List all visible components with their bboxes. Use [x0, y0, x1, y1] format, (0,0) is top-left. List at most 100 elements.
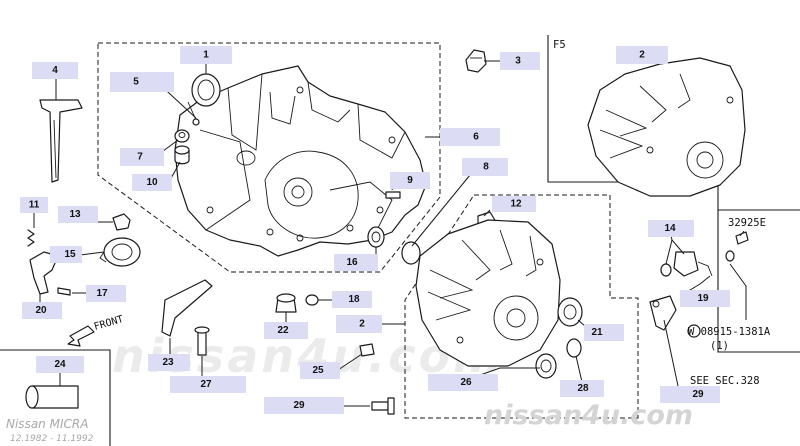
callout-2-inset-label: 2 [639, 50, 645, 61]
callout-15: 15 [50, 246, 82, 263]
callout-29-right-label: 29 [692, 389, 704, 400]
note-w-part: W 08915-1381A [688, 326, 771, 338]
callout-16: 16 [334, 254, 378, 271]
callout-9-label: 9 [407, 175, 413, 186]
callout-20-label: 20 [35, 305, 47, 316]
clutch-housing [174, 65, 427, 257]
inset-24-frame [0, 349, 111, 446]
callout-29-lower: 29 [264, 397, 344, 414]
watermark-dates: 12.1982 - 11.1992 [10, 434, 94, 444]
pin-17 [57, 287, 71, 296]
note-part-code: 32925E [728, 217, 766, 229]
callout-29-lower-label: 29 [293, 400, 305, 411]
callout-7: 7 [120, 148, 164, 166]
callout-12: 12 [492, 196, 536, 212]
callout-26-label: 26 [460, 377, 472, 388]
callout-15-label: 15 [64, 249, 76, 260]
watermark-model: Nissan MICRA [6, 417, 88, 431]
callout-3-label: 3 [515, 56, 521, 67]
cap-18 [305, 294, 319, 306]
o-ring-8 [401, 241, 421, 265]
bolt-32925e [725, 231, 749, 262]
callout-3: 3 [500, 52, 540, 70]
part-24 [25, 385, 79, 409]
pin-5 [187, 101, 200, 126]
callout-10-label: 10 [146, 177, 158, 188]
callout-18: 18 [332, 291, 372, 308]
callout-19: 19 [680, 290, 730, 307]
callout-23: 23 [148, 354, 190, 371]
callout-2-housing-label: 2 [359, 319, 365, 330]
note-see-sec: SEE SEC.328 [690, 375, 760, 387]
callout-10: 10 [132, 174, 172, 191]
callout-27-label: 27 [200, 379, 212, 390]
bushing-10 [174, 145, 190, 165]
drain-bolt-29 [371, 397, 395, 415]
callout-13: 13 [58, 206, 98, 223]
callout-20: 20 [22, 302, 62, 319]
callout-1: 1 [180, 46, 232, 64]
gasket-19 [660, 263, 672, 277]
main-frame-outline [97, 42, 639, 419]
callout-2-inset: 2 [616, 46, 668, 64]
spring-11 [27, 229, 35, 247]
callout-26: 26 [428, 374, 498, 391]
callout-17-label: 17 [96, 288, 108, 299]
callout-5-label: 5 [133, 77, 139, 88]
callout-11: 11 [20, 197, 48, 213]
callout-16-label: 16 [346, 257, 358, 268]
oil-seal-1 [191, 73, 221, 107]
dowel-pin-9 [385, 191, 401, 199]
callout-7-label: 7 [137, 152, 143, 163]
transmission-case-inset [587, 57, 746, 197]
bolt-27 [194, 326, 210, 356]
callout-21: 21 [584, 324, 624, 341]
callout-14: 14 [648, 220, 694, 237]
section-label: F5 [553, 39, 566, 51]
callout-19-label: 19 [697, 293, 709, 304]
callout-11-label: 11 [29, 200, 40, 211]
callout-24-label: 24 [54, 359, 66, 370]
callout-17: 17 [86, 285, 126, 302]
release-bearing-15 [99, 237, 141, 267]
callout-18-label: 18 [348, 294, 360, 305]
transmission-case [415, 219, 561, 367]
callout-28-label: 28 [577, 383, 589, 394]
callout-23-label: 23 [162, 357, 174, 368]
callout-8-label: 8 [483, 162, 489, 173]
callout-21-label: 21 [591, 327, 603, 338]
callout-25-label: 25 [312, 365, 324, 376]
callout-14-label: 14 [664, 223, 676, 234]
callout-8: 8 [462, 158, 508, 176]
shift-fork-4 [39, 99, 83, 183]
callout-28: 28 [560, 380, 604, 397]
callout-1-label: 1 [203, 50, 209, 61]
callout-4: 4 [32, 62, 78, 79]
callout-6: 6 [440, 128, 500, 146]
w-symbol [687, 324, 701, 338]
callout-24: 24 [36, 356, 84, 373]
callout-29-right: 29 [660, 386, 720, 403]
seal-28 [566, 338, 582, 358]
bolt-inset-frame [717, 210, 800, 353]
callout-5: 5 [110, 72, 174, 92]
callout-22-label: 22 [277, 325, 289, 336]
callout-9: 9 [390, 172, 430, 189]
oil-seal-26 [535, 353, 557, 379]
oil-seal-16 [367, 226, 385, 248]
callout-2-housing: 2 [336, 315, 382, 333]
callout-13-label: 13 [69, 209, 81, 220]
breather-cap-3 [465, 49, 487, 73]
bracket-23 [161, 279, 213, 337]
reverse-switch-14 [673, 251, 713, 277]
callout-6-label: 6 [473, 132, 479, 143]
oil-seal-21 [557, 297, 583, 327]
callout-4-label: 4 [52, 65, 58, 76]
callout-27: 27 [170, 376, 246, 393]
cap-25 [359, 343, 375, 357]
bushing-7 [174, 129, 190, 143]
callout-25: 25 [300, 362, 340, 379]
note-w-qty: (1) [710, 340, 729, 352]
bracket-sec-328 [649, 295, 677, 331]
